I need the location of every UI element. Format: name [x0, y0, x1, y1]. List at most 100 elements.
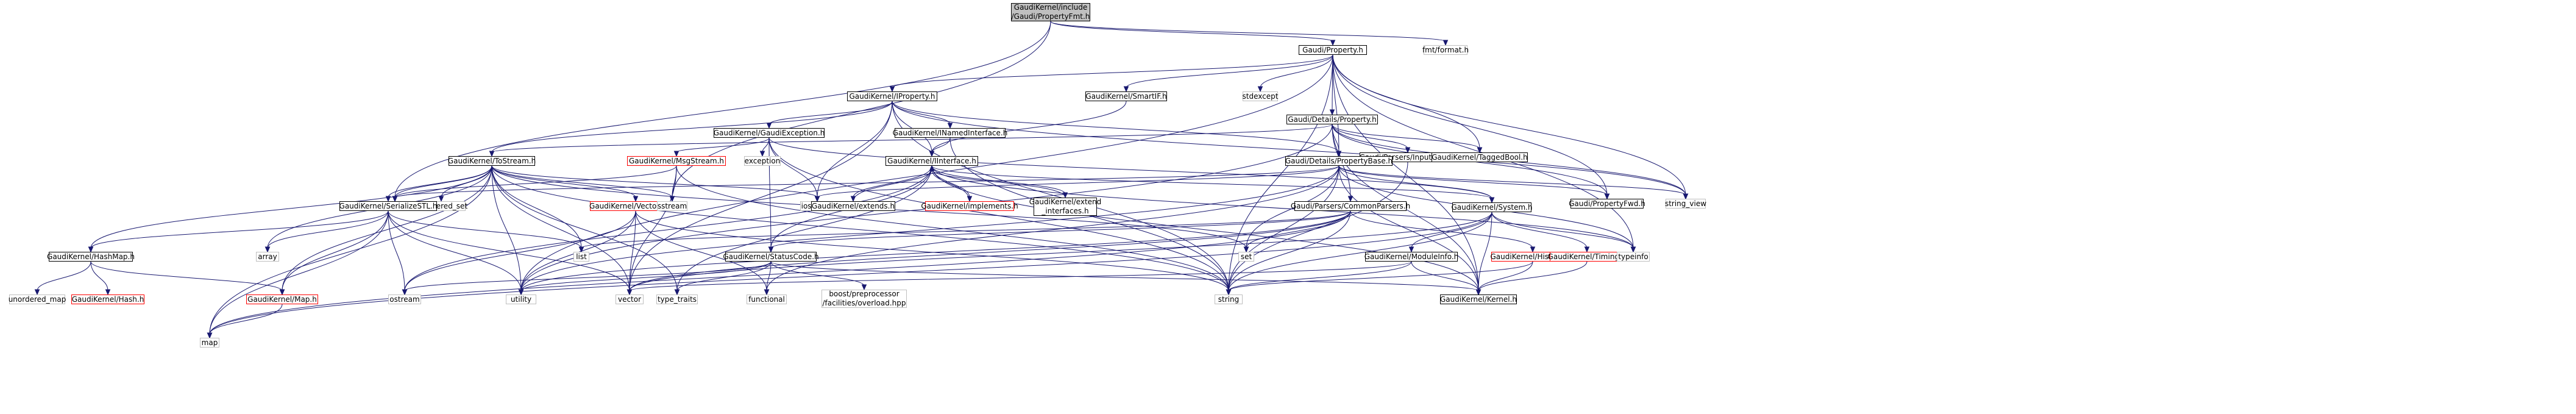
edge-gprop-taggedbool [1332, 54, 1480, 149]
edge-gexc-iostream [768, 137, 818, 198]
graph-node-hashmap[interactable]: GaudiKernel/HashMap.h [47, 252, 135, 262]
edge-timing-kernel [1478, 261, 1588, 291]
graph-node-gprop[interactable]: Gaudi/Property.h [1299, 45, 1367, 55]
graph-node-system[interactable]: GaudiKernel/System.h [1451, 202, 1533, 212]
edge-iprop-vector [629, 101, 893, 291]
edge-statuscode-ostream [404, 261, 772, 291]
edge-arrowhead-hashmap-hash [105, 289, 111, 296]
edge-system-map [209, 212, 1492, 335]
edge-arrowhead-propbase-stringview [1683, 193, 1689, 200]
graph-node-iprop[interactable]: GaudiKernel/IProperty.h [847, 91, 937, 101]
edge-propbase-utility [520, 165, 1339, 291]
edge-propbase-functional [766, 165, 1339, 291]
edge-gprop-string [1228, 54, 1333, 291]
edge-arrowhead-gprop-detprop [1329, 109, 1335, 116]
edge-implements-iinterface [931, 169, 970, 202]
edge-system-typeinfo [1491, 212, 1634, 249]
edge-commonparsers-list [581, 210, 1351, 249]
edge-moduleinfo-kernel [1411, 261, 1479, 291]
edge-propbase-string [1228, 165, 1339, 291]
edge-inamed-iinterface [931, 137, 951, 153]
edge-iinterface-typeinfo [931, 165, 1634, 249]
edge-arrowhead-hashmap-unorderedmap [34, 289, 40, 296]
edge-arrowhead-system-moduleinfo [1408, 246, 1414, 253]
edge-iprop-stringview [892, 101, 1686, 196]
edge-arrowhead-statuscode-boostoverload [861, 284, 867, 291]
edge-serializestl-gmap [282, 210, 389, 291]
graph-node-taggedbool[interactable]: GaudiKernel/TaggedBool.h [1432, 152, 1528, 162]
edge-iinterface-extendinterfaces [931, 165, 1066, 195]
edge-gprop-utility [520, 54, 1333, 291]
edge-arrowhead-statuscode-functional [764, 289, 770, 296]
graph-node-implements[interactable]: GaudiKernel/implements.h [921, 201, 1018, 211]
edge-iprop-iinterface [892, 101, 932, 153]
edge-arrowhead-gprop-smartif [1123, 86, 1129, 93]
graph-node-timing[interactable]: GaudiKernel/Timing.h [1547, 252, 1627, 262]
graph-node-kernel[interactable]: GaudiKernel/Kernel.h [1439, 294, 1517, 304]
graph-node-typetraits: type_traits [656, 294, 698, 304]
edge-propbase-iostream [817, 165, 1339, 198]
edge-tostream-vector [491, 165, 630, 291]
graph-node-statuscode[interactable]: GaudiKernel/StatusCode.h [723, 252, 819, 262]
graph-node-vector: vector [616, 294, 644, 304]
edge-arrowhead-histodef-string [1226, 289, 1232, 296]
edge-iinterface-typetraits [676, 165, 932, 291]
graph-node-gexc[interactable]: GaudiKernel/GaudiException.h [713, 128, 825, 138]
graph-node-extends[interactable]: GaudiKernel/extends.h [811, 201, 895, 211]
edge-statuscode-utility [520, 261, 772, 291]
edge-serializestl-ostream [388, 210, 405, 291]
graph-node-array: array [256, 252, 279, 262]
graph-node-smartif[interactable]: GaudiKernel/SmartIF.h [1085, 91, 1167, 101]
edge-gmap-map [209, 304, 283, 335]
edge-arrowhead-root-gprop [1330, 40, 1336, 46]
edge-system-vector [629, 212, 1492, 291]
edge-arrowhead-propbase-propfwd [1604, 193, 1610, 200]
graph-node-string: string [1215, 294, 1243, 304]
graph-node-detprop[interactable]: Gaudi/Details/Property.h [1286, 115, 1378, 124]
graph-node-serializestl[interactable]: GaudiKernel/SerializeSTL.h [339, 201, 438, 211]
graph-node-inamed[interactable]: GaudiKernel/INamedInterface.h [892, 128, 1008, 138]
edge-arrowhead-serializestl-array [264, 246, 271, 253]
edge-arrowhead-gprop-stdexcept [1257, 86, 1263, 93]
graph-node-tostream[interactable]: GaudiKernel/ToStream.h [447, 156, 536, 166]
edge-arrowhead-tostream-unorderedset [438, 196, 444, 202]
edge-statuscode-boostoverload [770, 261, 865, 287]
graph-node-root[interactable]: GaudiKernel/include /Gaudi/PropertyFmt.h [1011, 3, 1090, 21]
edge-detprop-inputdata [1332, 124, 1408, 149]
graph-node-propfwd[interactable]: Gaudi/PropertyFwd.h [1569, 199, 1645, 209]
edge-serializestl-hashmap [90, 210, 389, 249]
edge-moduleinfo-vector [629, 261, 1412, 291]
edge-tostream-map [209, 165, 492, 335]
graph-node-list: list [573, 252, 589, 262]
graph-node-propbase[interactable]: Gaudi/Details/PropertyBase.h [1285, 156, 1393, 166]
edge-vectormap-utility [520, 210, 636, 291]
edge-gprop-propbase [1332, 54, 1339, 153]
graph-node-hash[interactable]: GaudiKernel/Hash.h [71, 294, 144, 304]
edge-propbase-kernel [1338, 165, 1479, 291]
edge-commonparsers-statuscode [770, 210, 1351, 249]
graph-node-iinterface[interactable]: GaudiKernel/IInterface.h [885, 156, 978, 166]
edge-arrowhead-gprop-iprop [889, 86, 895, 93]
edge-gexc-exception [762, 137, 770, 153]
edge-tostream-string [491, 165, 1229, 291]
edge-serializestl-array [267, 210, 389, 249]
graph-node-moduleinfo[interactable]: GaudiKernel/ModuleInfo.h [1364, 252, 1459, 262]
graph-node-functional: functional [747, 294, 787, 304]
edge-arrowhead-inamed-iinterface [929, 151, 935, 157]
graph-node-commonparsers[interactable]: Gaudi/Parsers/CommonParsers.h [1290, 201, 1411, 211]
edge-statuscode-functional [766, 261, 772, 291]
edge-gprop-iprop [892, 54, 1333, 88]
edge-gprop-smartif [1126, 54, 1333, 88]
graph-node-extendinterfaces[interactable]: GaudiKernel/extend _interfaces.h [1029, 198, 1102, 216]
edge-tostream-iostream [491, 165, 818, 198]
edge-commonparsers-vector [629, 210, 1351, 291]
graph-node-msgstream[interactable]: GaudiKernel/MsgStream.h [627, 156, 726, 166]
edge-arrowhead-root-fmt [1442, 40, 1449, 46]
edge-system-moduleinfo [1411, 212, 1492, 249]
edge-msgstream-vector [629, 165, 677, 291]
edge-arrowhead-serializestl-list [578, 246, 584, 253]
graph-node-gmap[interactable]: GaudiKernel/Map.h [246, 294, 318, 304]
edge-statuscode-typetraits [676, 261, 772, 291]
edge-msgstream-iomanip [394, 165, 677, 198]
graph-node-stdexcept: stdexcept [1242, 91, 1279, 101]
